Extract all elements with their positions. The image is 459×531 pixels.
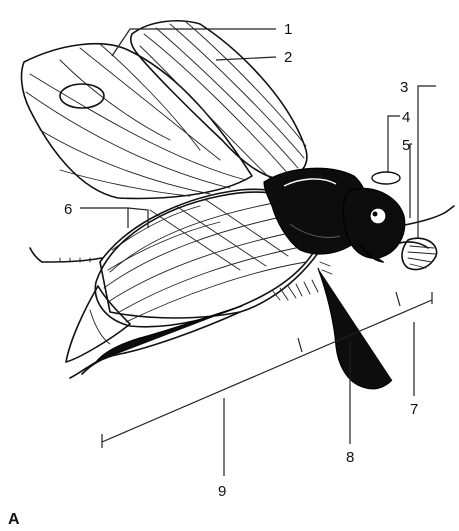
labrum xyxy=(372,172,400,184)
head xyxy=(343,188,404,258)
callout-8: 8 xyxy=(346,449,354,466)
callout-6: 6 xyxy=(64,201,72,218)
callout-4: 4 xyxy=(402,109,410,126)
callout-5: 5 xyxy=(402,137,410,154)
callout-1: 1 xyxy=(284,21,292,38)
callout-3: 3 xyxy=(400,79,408,96)
callout-7: 7 xyxy=(410,401,418,418)
callout-9: 9 xyxy=(218,483,226,500)
callout-labels: 1 2 3 4 5 6 7 8 9 xyxy=(64,21,418,500)
callout-2: 2 xyxy=(284,49,292,66)
elytron-raised xyxy=(131,21,307,180)
eye-icon xyxy=(370,208,386,224)
panel-label: A xyxy=(8,511,20,528)
antenna-club xyxy=(396,238,437,269)
